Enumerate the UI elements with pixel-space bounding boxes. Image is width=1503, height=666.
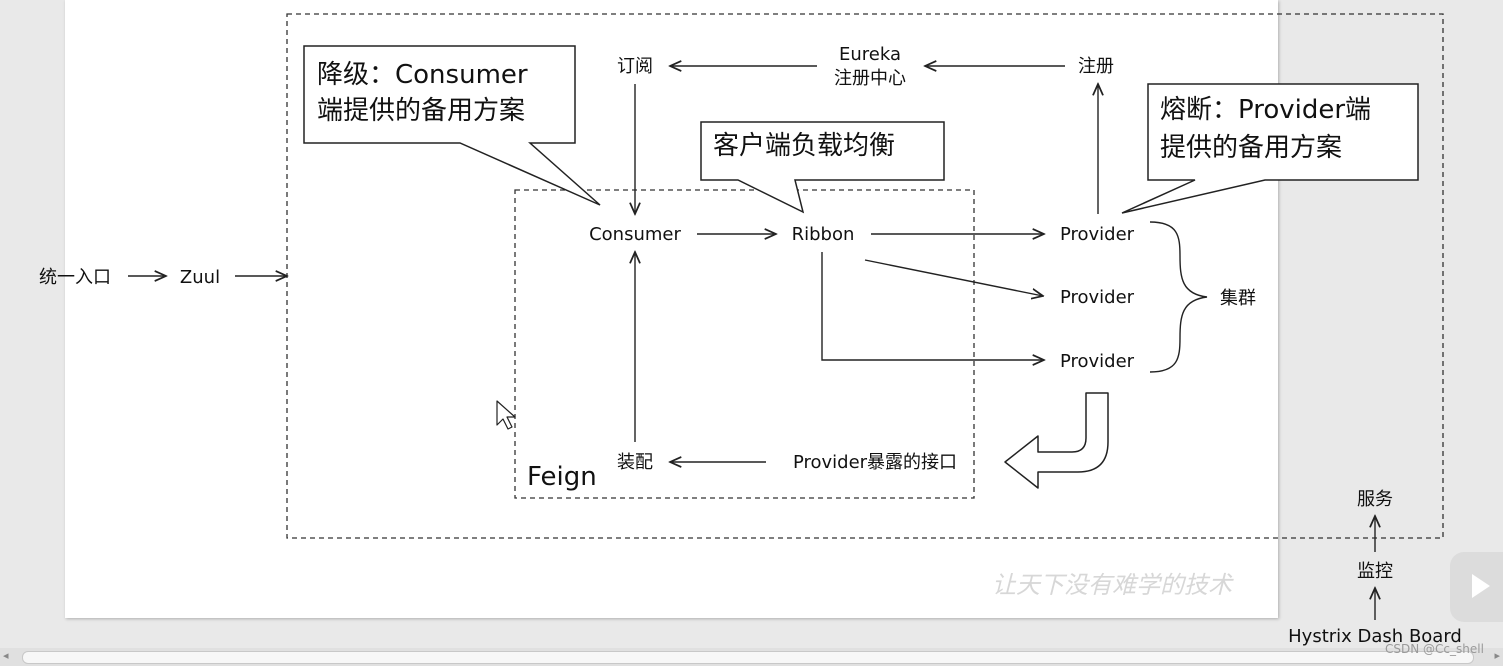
register-label: 注册 [1078,56,1114,77]
play-icon [1472,574,1490,598]
scrollbar-thumb[interactable] [22,651,1474,664]
callout-fuse [1121,83,1419,214]
fuse-text-line2: 提供的备用方案 [1160,133,1342,163]
consumer-label: Consumer [589,224,681,245]
callout-load-balance [700,121,945,214]
cluster-label: 集群 [1220,288,1256,309]
assemble-label: 装配 [617,452,653,473]
scroll-left-icon[interactable]: ◂ [3,649,9,662]
play-button[interactable] [1450,552,1503,622]
callout-degrade [303,45,601,206]
eureka-label: Eureka [839,44,901,65]
slide-page [65,0,1278,618]
entry-label: 统一入口 [39,267,111,288]
arrow-ribbon-to-provider-3 [821,252,1044,360]
architecture-diagram: 统一入口 Zuul Eureka 注册中心 订阅 注册 Consumer Rib… [39,13,1462,647]
slogan-watermark: 让天下没有难学的技术 [992,571,1234,599]
degrade-text-line2: 端提供的备用方案 [317,96,525,126]
service-label: 服务 [1357,489,1393,510]
provider-3-label: Provider [1060,351,1135,372]
horizontal-scrollbar[interactable]: ◂ ▸ [0,648,1503,666]
hystrix-dashboard-label: Hystrix Dash Board [1288,626,1462,647]
feign-dashed-boundary [514,189,975,499]
fuse-text-line1: 熔断：Provider端 [1160,95,1371,125]
csdn-watermark: CSDN @Cc_shell [1385,642,1484,656]
arrow-ribbon-to-provider-2 [864,259,1043,296]
degrade-text-line1: 降级：Consumer [317,60,528,90]
mouse-cursor-icon [496,400,516,430]
load-balance-text: 客户端负载均衡 [713,131,895,161]
feign-label: Feign [527,462,597,492]
provider-interface-label: Provider暴露的接口 [793,452,957,473]
cluster-brace [1149,221,1208,373]
registry-center-label: 注册中心 [834,68,906,89]
provider-2-label: Provider [1060,287,1135,308]
monitor-label: 监控 [1357,561,1393,582]
return-arrow-icon [1004,392,1109,489]
subscribe-label: 订阅 [617,56,653,77]
scroll-right-icon[interactable]: ▸ [1494,649,1500,662]
provider-1-label: Provider [1060,224,1135,245]
zuul-label: Zuul [180,267,220,288]
ribbon-label: Ribbon [792,224,855,245]
